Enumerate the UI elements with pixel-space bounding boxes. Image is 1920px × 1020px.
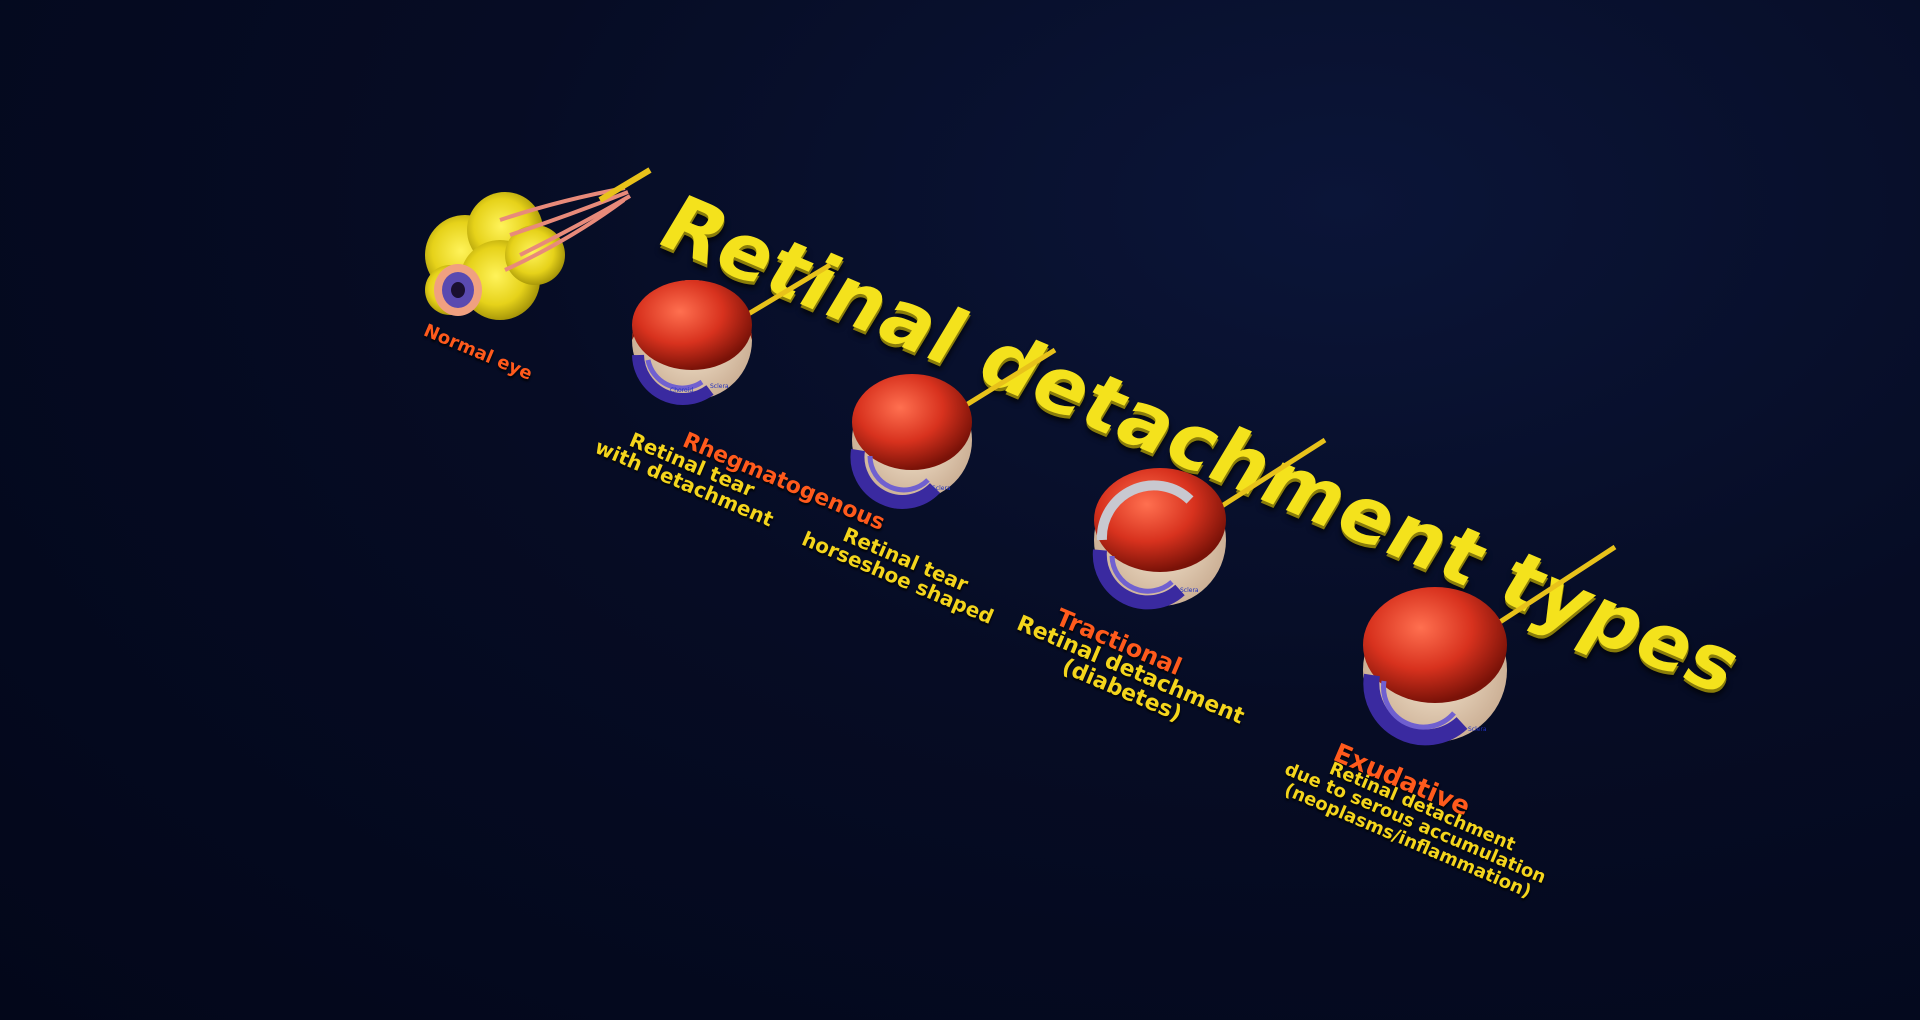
eye-rhegmatogenous-illustration: Choroid Sclera <box>632 262 832 405</box>
tiny-sclera-label: Sclera <box>1468 726 1487 733</box>
tiny-sclera-label-2: Sclera <box>710 383 729 390</box>
eye-tractional-illustration: Sclera <box>1092 437 1327 610</box>
eye-exudative-illustration: Sclera <box>1363 544 1617 746</box>
eye-horseshoe-illustration: Sclera <box>850 347 1057 509</box>
tiny-sclera-label: Choroid <box>670 387 693 394</box>
optic-nerve-icon <box>1478 544 1617 638</box>
cornea-icon <box>434 264 482 316</box>
eye2-sublabel: Retinal tear horseshoe shaped <box>798 510 1004 629</box>
tiny-sclera-label: Sclera <box>932 485 951 492</box>
optic-nerve-icon <box>598 167 652 203</box>
tiny-sclera-label: Sclera <box>1180 587 1199 594</box>
eye4-sublabel: Retinal detachment due to serous accumul… <box>1274 744 1555 905</box>
normal-eye-illustration <box>425 167 652 320</box>
